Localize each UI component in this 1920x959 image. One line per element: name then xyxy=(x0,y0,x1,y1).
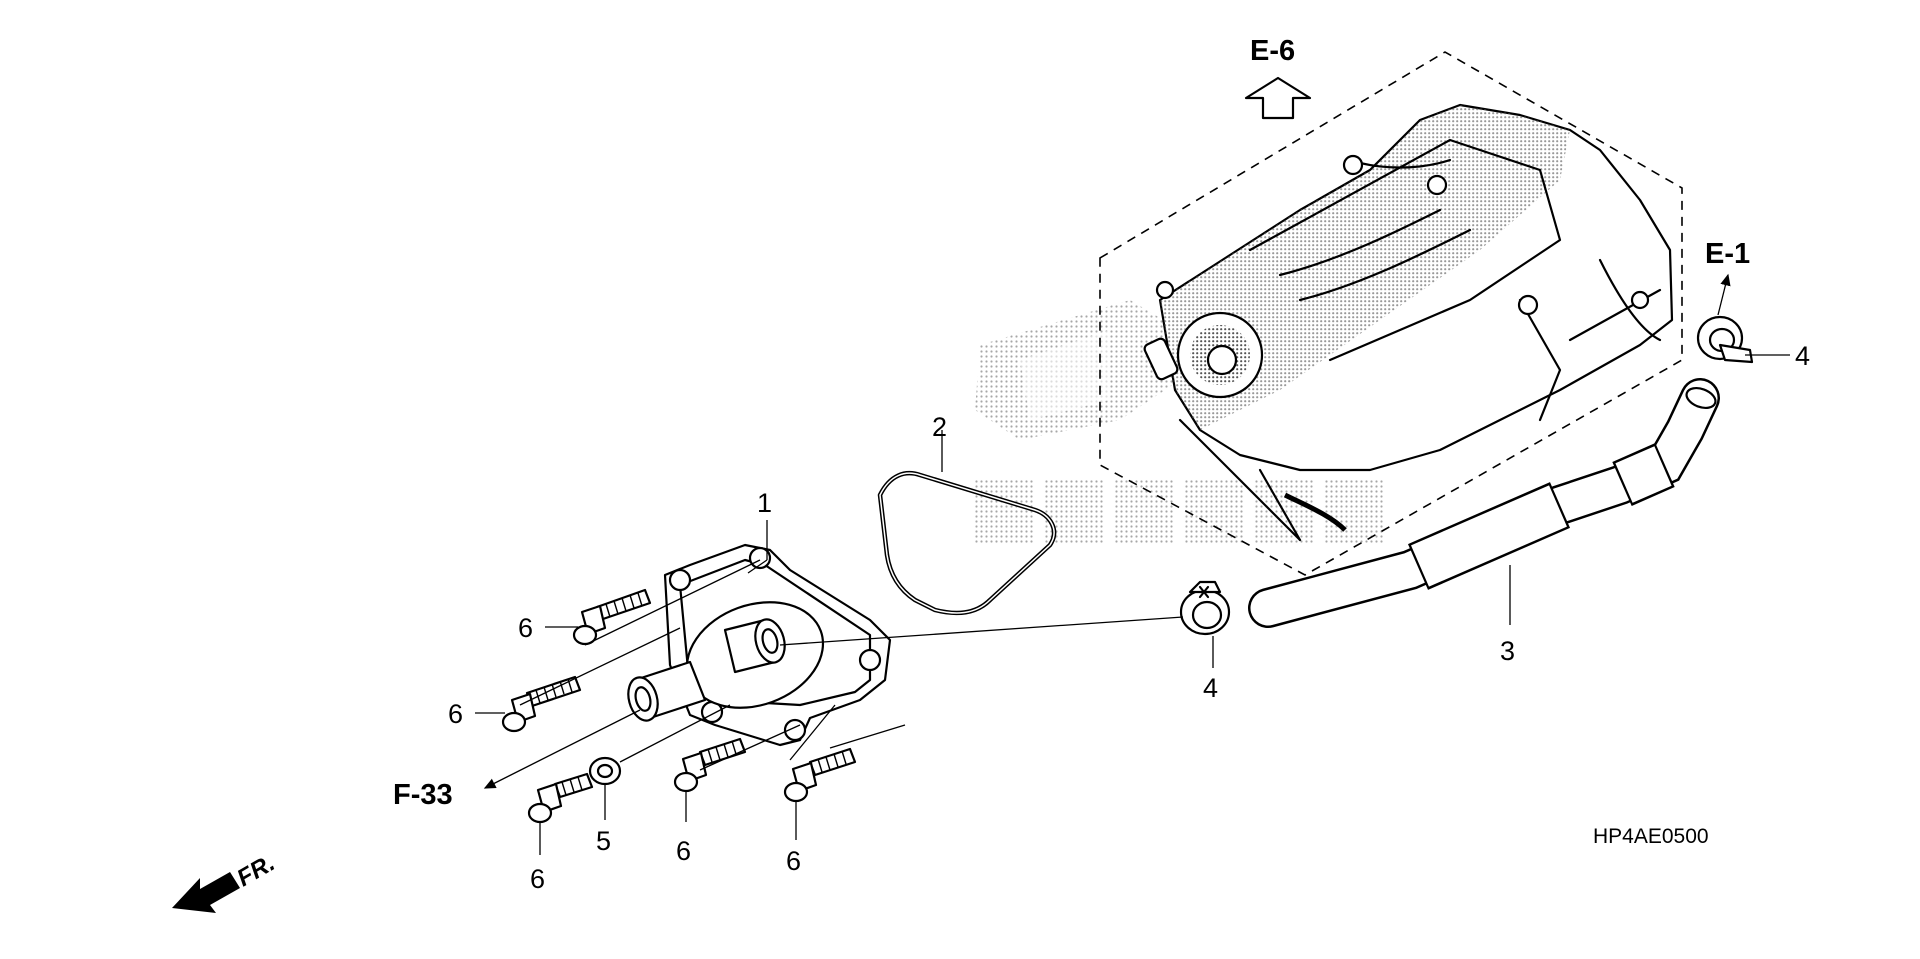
callout-4-upper: 4 xyxy=(1795,341,1810,371)
reference-arrow-up xyxy=(1244,76,1312,120)
part-6-bolt-c xyxy=(527,772,594,824)
part-2-gasket xyxy=(877,470,1057,616)
leader-lines xyxy=(475,354,1790,855)
callout-2: 2 xyxy=(932,412,947,442)
part-3-hose xyxy=(1248,378,1720,628)
drawing-code: HP4AE0500 xyxy=(1593,825,1709,848)
callout-5: 5 xyxy=(596,826,611,856)
callout-3: 3 xyxy=(1500,636,1515,666)
part-4-clamp-upper xyxy=(1696,315,1754,364)
part-5-washer xyxy=(588,756,622,786)
front-label: FR. xyxy=(233,849,280,892)
part-6-bolt-a xyxy=(572,588,652,646)
callout-1: 1 xyxy=(757,488,772,518)
part-1-water-pump-cover xyxy=(627,543,892,747)
callout-4-lower: 4 xyxy=(1203,673,1218,703)
reference-e6: E-6 xyxy=(1250,35,1295,67)
callout-6-c: 6 xyxy=(530,864,545,894)
callout-6-d: 6 xyxy=(676,836,691,866)
honda-watermark xyxy=(975,300,1385,545)
callout-6-a: 6 xyxy=(518,613,533,643)
reference-e1: E-1 xyxy=(1705,238,1750,270)
engine-case-region xyxy=(1099,51,1683,576)
callout-6-e: 6 xyxy=(786,846,801,876)
reference-f33: F-33 xyxy=(393,779,453,811)
callout-6-b: 6 xyxy=(448,699,463,729)
part-4-clamp-lower xyxy=(1179,580,1231,636)
part-6-bolt-d xyxy=(673,737,747,793)
part-6-bolt-b xyxy=(501,675,582,733)
front-direction-arrow xyxy=(172,872,240,913)
part-6-bolt-e xyxy=(783,747,857,803)
